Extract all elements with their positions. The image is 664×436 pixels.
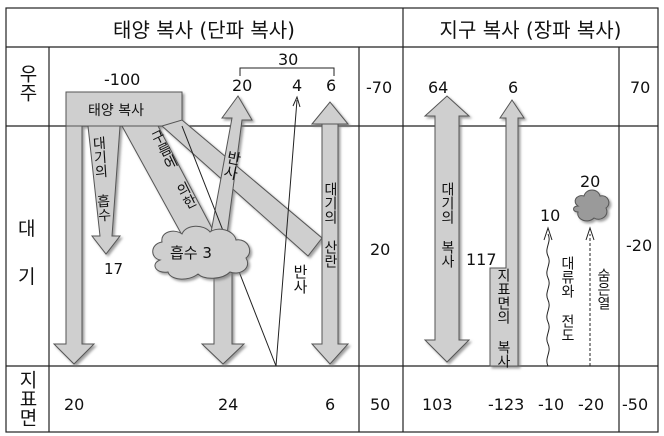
earth-surface-latent-value: -20 <box>578 395 605 414</box>
earth-surface-radiation-value: -123 <box>488 395 525 414</box>
surface-reflection-line <box>181 95 301 367</box>
reflect-total: 30 <box>278 50 299 69</box>
surface-value-1: 20 <box>64 395 85 414</box>
earth-atm-total: -20 <box>626 236 653 255</box>
surface-absorption-arrow <box>52 125 96 365</box>
earth-surface-convection-value: -10 <box>538 395 565 414</box>
convection-value: 10 <box>540 206 561 225</box>
atm-absorption-value: 17 <box>104 260 124 278</box>
scatter-value: 6 <box>326 76 337 95</box>
atm-radiation-space-value: 64 <box>428 78 449 97</box>
surface-radiation-column <box>489 99 525 367</box>
earth-surface-total: -50 <box>622 395 649 414</box>
solar-surface-total: 50 <box>370 395 391 414</box>
surface-value-2: 24 <box>218 395 239 414</box>
atm-radiation-double-arrow <box>423 95 471 363</box>
latent-label: 숨은열 <box>595 268 611 310</box>
cloud-label: 흡수 3 <box>170 244 212 262</box>
row-label-surface: 지표면 <box>15 370 38 427</box>
atm-absorption-arrow <box>87 125 122 255</box>
earth-title: 지구 복사 (장파 복사) <box>439 18 622 42</box>
incoming-label: 태양 복사 <box>88 103 144 119</box>
earth-surface-atm-radiation: 103 <box>422 395 453 414</box>
scatter-double-arrow <box>310 101 350 365</box>
scatter-label: 대기의 산란 <box>322 182 338 268</box>
cloud-icon <box>152 225 251 280</box>
surface-value-3: 6 <box>325 395 336 414</box>
row-label-atmosphere-a: 대 <box>18 218 36 240</box>
solar-atm-total: 20 <box>370 240 391 259</box>
cloud-reflection-value: 20 <box>232 76 253 95</box>
latent-value: 20 <box>580 172 601 191</box>
surface-radiation-atm-value: 117 <box>466 250 497 269</box>
incoming-value: -100 <box>104 70 141 89</box>
atm-radiation-label: 대기의 복사 <box>439 182 455 268</box>
cloud-reflection-arrow <box>209 95 253 243</box>
earth-space-total: 70 <box>630 78 651 97</box>
surface-reflection-label: 반사 <box>291 264 309 294</box>
latent-cloud-icon <box>573 189 610 222</box>
convection-label: 대류와 전도 <box>559 256 575 342</box>
solar-title: 태양 복사 (단파 복사) <box>113 18 295 42</box>
solar-space-total: -70 <box>366 78 393 97</box>
reflect-bracket <box>239 67 335 76</box>
surface-reflection-value: 4 <box>292 76 303 95</box>
row-label-space: 우주 <box>15 64 38 102</box>
row-label-atmosphere-b: 기 <box>18 266 36 288</box>
latent-heat-arrow <box>585 226 595 366</box>
surface-radiation-space-value: 6 <box>508 78 519 97</box>
surface-radiation-label: 지표면의 복사 <box>495 268 511 368</box>
convection-arrow <box>543 226 553 367</box>
